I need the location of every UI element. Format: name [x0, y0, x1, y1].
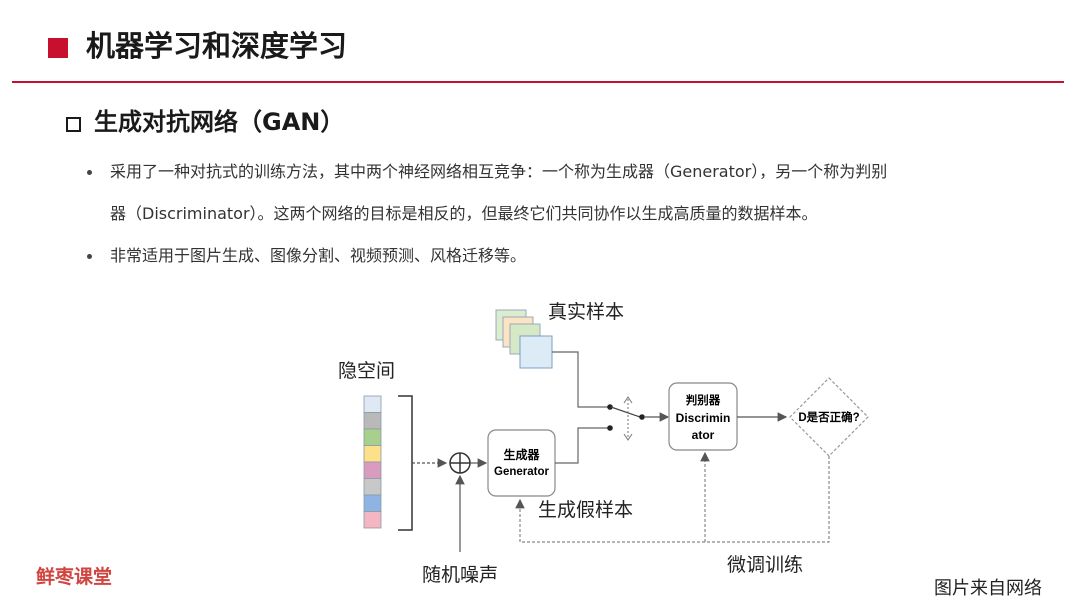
- image-credit: 图片来自网络: [934, 578, 1042, 599]
- latent-cell: [363, 395, 382, 413]
- discriminator-label-cn: 判别器: [686, 393, 721, 407]
- bullet-dot: [87, 254, 92, 259]
- bullet-1-line-2: 器（Discriminator）。这两个网络的目标是相反的，但最终它们共同协作以…: [110, 204, 818, 223]
- fake-path: [555, 427, 608, 464]
- real-sample-stack: [495, 309, 553, 369]
- real-samples-label: 真实样本: [548, 301, 624, 323]
- noise-label: 随机噪声: [422, 564, 498, 586]
- latent-cell: [363, 511, 382, 529]
- latent-bracket: [398, 395, 413, 531]
- header-divider: [12, 81, 1064, 83]
- brand-logo-text: 鲜枣课堂: [36, 566, 113, 588]
- generator-box: [487, 429, 556, 497]
- bullet-dot: [87, 170, 92, 175]
- bullet-2-line-1: 非常适用于图片生成、图像分割、视频预测、风格迁移等。: [110, 246, 527, 265]
- title-marker: [48, 38, 68, 58]
- latent-cell: [363, 494, 382, 512]
- section-marker: [66, 117, 81, 132]
- real-path: [552, 351, 608, 408]
- feedback-generator: [515, 456, 830, 543]
- latent-cell: [363, 412, 382, 430]
- latent-space-label: 隐空间: [338, 360, 395, 382]
- section-title: 生成对抗网络（GAN）: [94, 108, 345, 136]
- fake-samples-label: 生成假样本: [538, 499, 633, 521]
- discriminator-label-en-1: Discrimin: [676, 411, 731, 425]
- generator-label-en: Generator: [494, 466, 549, 478]
- latent-vector: [363, 395, 382, 529]
- switch: [610, 406, 641, 418]
- generator-label-cn: 生成器: [503, 447, 540, 462]
- latent-cell: [363, 478, 382, 496]
- decision-label: D是否正确?: [798, 410, 859, 424]
- latent-cell: [363, 428, 382, 446]
- finetune-label: 微调训练: [727, 554, 803, 576]
- bullet-1-line-1: 采用了一种对抗式的训练方法，其中两个神经网络相互竞争：一个称为生成器（Gener…: [110, 162, 888, 181]
- latent-cell: [363, 445, 382, 463]
- page-title: 机器学习和深度学习: [86, 29, 348, 63]
- discriminator-label-en-2: ator: [692, 428, 715, 442]
- latent-cell: [363, 461, 382, 479]
